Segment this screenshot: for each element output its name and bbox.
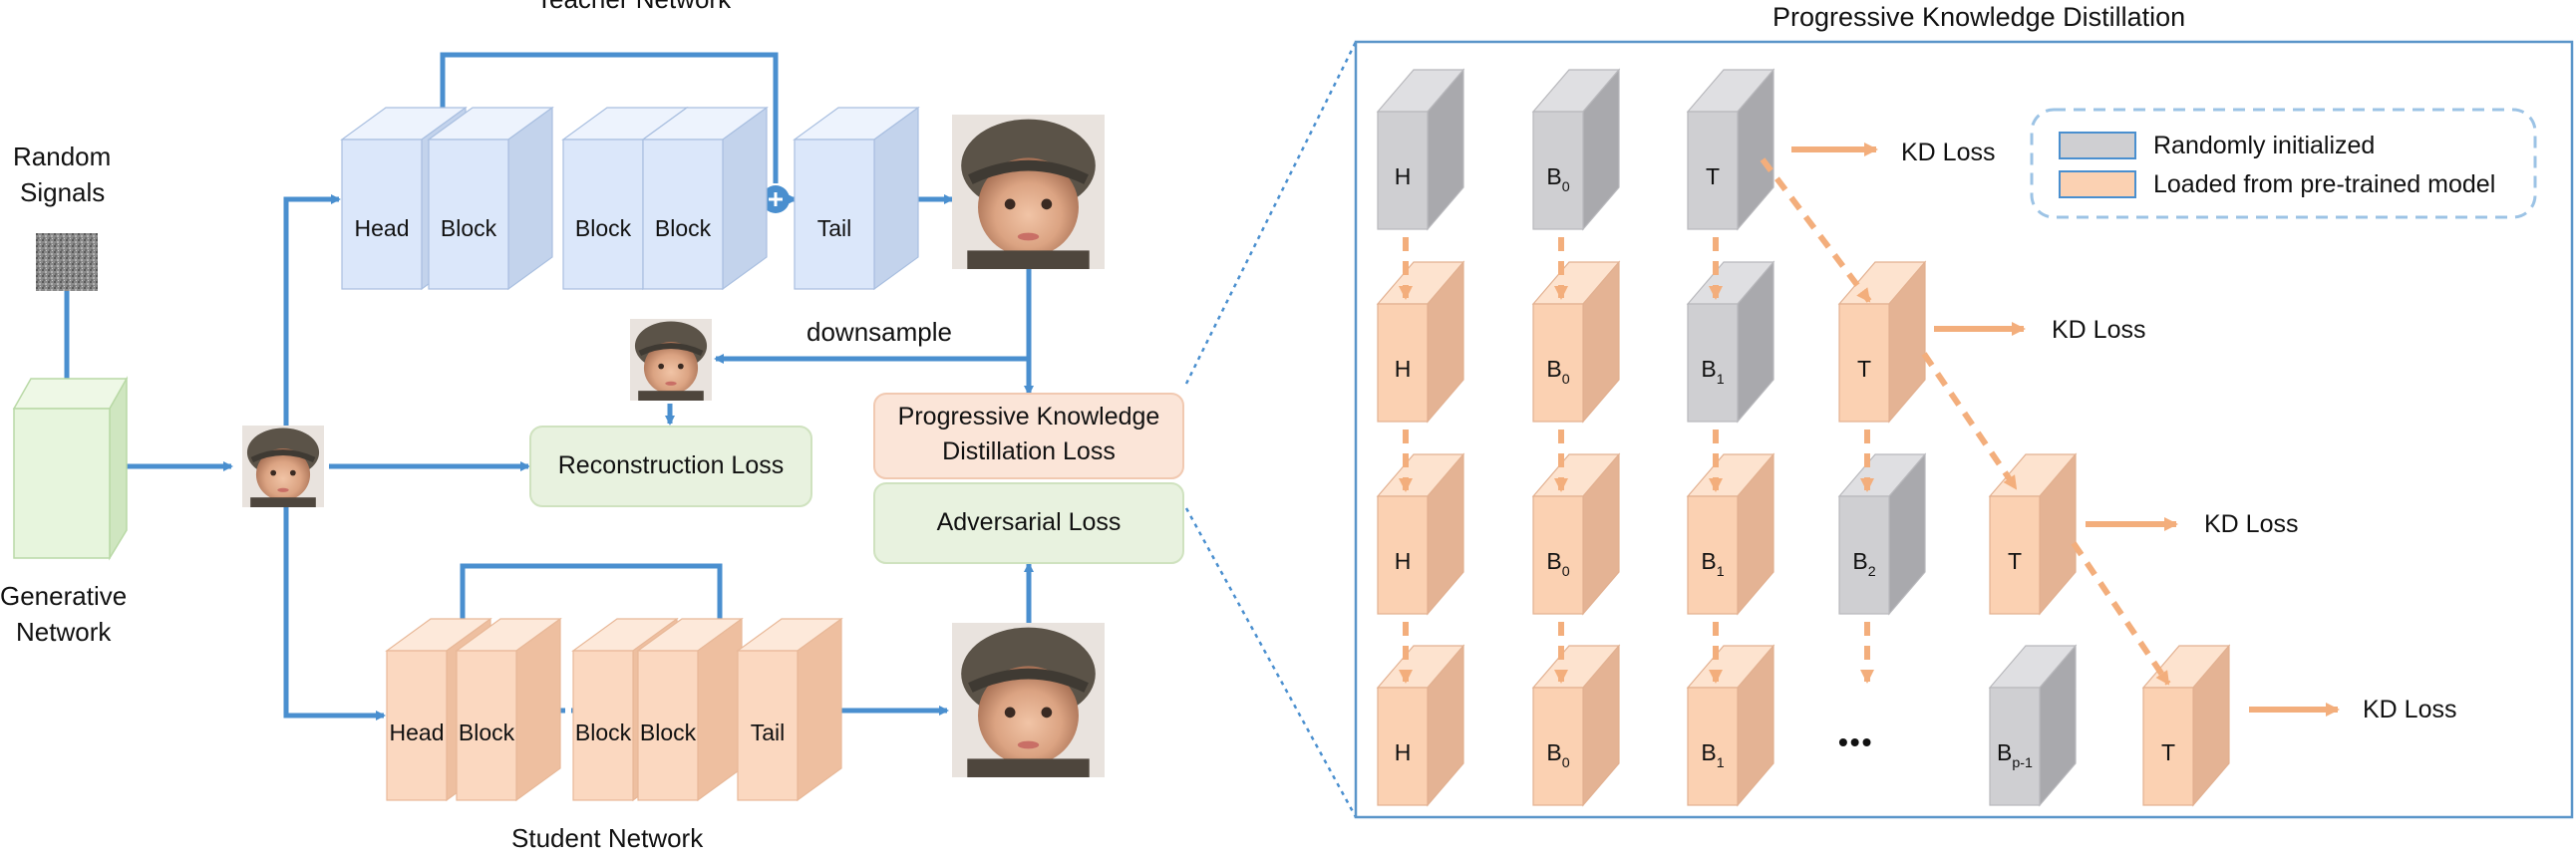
pkd-loss-box bbox=[873, 393, 1184, 479]
pkd-block-label-r0-1: B0 bbox=[1546, 163, 1569, 195]
pkd-block-r2-b2 bbox=[1837, 452, 1927, 616]
pkd-block-r3-b0 bbox=[1531, 644, 1621, 807]
teacher-block-label-2: Block bbox=[575, 215, 632, 241]
student-output-image bbox=[952, 623, 1105, 777]
teacher-block-label-0: Head bbox=[355, 215, 410, 241]
pkd-block-r2-b1 bbox=[1686, 452, 1775, 616]
downsampled-image bbox=[630, 319, 712, 401]
reconstruction-loss-label: Reconstruction Loss bbox=[557, 451, 785, 479]
pkd-block-r3-bp-1 bbox=[1988, 644, 2078, 807]
student-block-label-0: Head bbox=[390, 719, 445, 745]
random-noise-image bbox=[36, 233, 98, 291]
pkd-block-r0-h bbox=[1376, 68, 1465, 231]
pkd-block-r3-b1 bbox=[1686, 644, 1775, 807]
zoom-line-bottom bbox=[1184, 507, 1358, 818]
kd-loss-label-4: KD Loss bbox=[2363, 696, 2457, 723]
generative-network-label-1: Generative bbox=[0, 581, 128, 611]
pkd-block-r2-b0 bbox=[1531, 452, 1621, 616]
teacher-block-label-1: Block bbox=[441, 215, 497, 241]
pkd-block-label-r3-4: T bbox=[2161, 739, 2175, 765]
pkd-block-r3-h bbox=[1376, 644, 1465, 807]
pkd-block-r3-t bbox=[2141, 644, 2231, 807]
pkd-block-label-r0-2: T bbox=[1706, 163, 1720, 189]
generative-network-block bbox=[12, 376, 129, 561]
baby-images bbox=[242, 115, 1105, 777]
kd-loss-label-1: KD Loss bbox=[1901, 139, 1996, 166]
diag-arrow-3 bbox=[2071, 541, 2171, 686]
pkd-block-label-r1-0: H bbox=[1395, 356, 1412, 382]
diag-arrow-1 bbox=[1760, 157, 1872, 303]
legend-swatch-pretrained bbox=[2059, 170, 2136, 198]
pkd-block-label-r3-3: Bp-1 bbox=[1997, 739, 2033, 771]
kd-loss-label-3: KD Loss bbox=[2204, 510, 2299, 538]
teacher-block-tail-4 bbox=[793, 106, 920, 291]
adversarial-loss-box bbox=[873, 482, 1184, 564]
pkd-block-label-r2-0: H bbox=[1395, 548, 1412, 574]
pkd-block-label-r2-1: B0 bbox=[1546, 548, 1569, 580]
student-block-label-2: Block bbox=[575, 719, 632, 745]
legend-frame bbox=[2030, 108, 2537, 219]
zoom-line-top bbox=[1184, 41, 1358, 385]
pkd-block-r1-b1 bbox=[1686, 260, 1775, 424]
random-signals-label-1: Random bbox=[13, 142, 112, 171]
pkd-block-label-r3-0: H bbox=[1395, 739, 1412, 765]
pkd-panel-title: Progressive Knowledge Distillation bbox=[1772, 2, 2186, 32]
pkd-block-label-r2-3: B2 bbox=[1852, 548, 1875, 580]
teacher-network-title: Teacher Network bbox=[536, 0, 731, 15]
student-block-block-3 bbox=[636, 617, 744, 802]
student-network-title: Student Network bbox=[511, 823, 704, 853]
downsample-label: downsample bbox=[806, 317, 952, 347]
pkd-block-label-r0-0: H bbox=[1395, 163, 1412, 189]
random-signals-label-2: Signals bbox=[20, 177, 106, 207]
pkd-block-label-r2-2: B1 bbox=[1701, 548, 1724, 580]
input-image bbox=[242, 426, 324, 507]
pkd-block-r2-h bbox=[1376, 452, 1465, 616]
student-block-label-3: Block bbox=[640, 719, 697, 745]
pkd-block-r1-h bbox=[1376, 260, 1465, 424]
teacher-block-block-3 bbox=[641, 106, 769, 291]
pkd-block-label-r2-4: T bbox=[2008, 548, 2022, 574]
pkd-block-label-r1-1: B0 bbox=[1546, 356, 1569, 388]
pkd-block-r0-t bbox=[1686, 68, 1775, 231]
teacher-block-block-1 bbox=[427, 106, 554, 291]
student-block-label-4: Tail bbox=[751, 719, 786, 745]
adversarial-loss-label: Adversarial Loss bbox=[936, 508, 1122, 536]
pkd-block-label-r3-1: B0 bbox=[1546, 739, 1569, 771]
ellipsis-label: ••• bbox=[1838, 726, 1874, 757]
teacher-sum-node bbox=[762, 185, 790, 213]
pkd-block-r2-t bbox=[1988, 452, 2078, 616]
pkd-loss-label-2: Distillation Loss bbox=[942, 437, 1116, 465]
student-block-tail-4 bbox=[736, 617, 843, 802]
pkd-block-r1-t bbox=[1837, 260, 1927, 424]
student-block-block-1 bbox=[455, 617, 562, 802]
legend-pretrained-label: Loaded from pre-trained model bbox=[2153, 170, 2496, 198]
loss-boxes bbox=[529, 393, 1184, 564]
pkd-block-r0-b0 bbox=[1531, 68, 1621, 231]
pkd-panel-frame bbox=[1354, 40, 2574, 819]
pkd-block-label-r1-2: B1 bbox=[1701, 356, 1724, 388]
pkd-block-label-r1-3: T bbox=[1857, 356, 1871, 382]
legend-swatch-random bbox=[2059, 132, 2136, 159]
teacher-output-image bbox=[952, 115, 1105, 269]
reconstruction-loss-box bbox=[529, 426, 812, 507]
generative-network-label-2: Network bbox=[16, 617, 112, 647]
teacher-block-label-3: Block bbox=[655, 215, 712, 241]
teacher-block-label-4: Tail bbox=[817, 215, 852, 241]
student-block-label-1: Block bbox=[459, 719, 515, 745]
legend-random-label: Randomly initialized bbox=[2153, 132, 2376, 159]
kd-loss-label-2: KD Loss bbox=[2052, 316, 2146, 344]
diag-arrow-2 bbox=[1921, 352, 2019, 490]
pkd-block-r1-b0 bbox=[1531, 260, 1621, 424]
pkd-loss-label-1: Progressive Knowledge bbox=[897, 403, 1160, 431]
pkd-block-label-r3-2: B1 bbox=[1701, 739, 1724, 771]
